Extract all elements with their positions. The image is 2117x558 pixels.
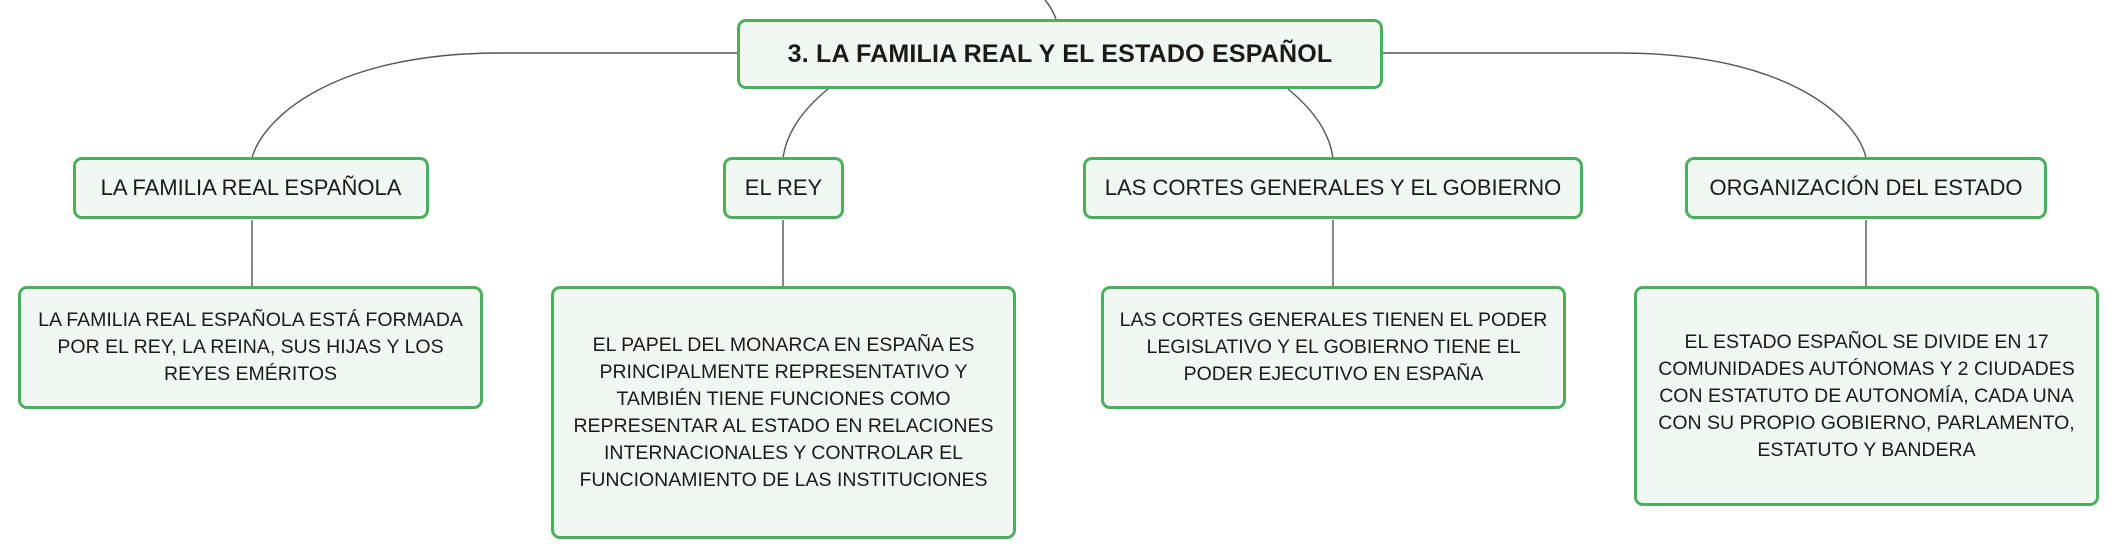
topic-node-el-rey[interactable]: EL REY	[723, 157, 844, 219]
detail-node-el-rey[interactable]: EL PAPEL DEL MONARCA EN ESPAÑA ES PRINCI…	[551, 286, 1016, 539]
topic-node-cortes-gobierno[interactable]: LAS CORTES GENERALES Y EL GOBIERNO	[1083, 157, 1583, 219]
root-topic-node[interactable]: 3. LA FAMILIA REAL Y EL ESTADO ESPAÑOL	[737, 19, 1383, 89]
topic-label: EL REY	[744, 175, 823, 200]
connector-root-branch-4	[1383, 52, 1867, 159]
detail-node-cortes-gobierno[interactable]: LAS CORTES GENERALES TIENEN EL PODER LEG…	[1101, 286, 1566, 409]
connector-parent	[1044, 0, 1057, 20]
detail-text: LAS CORTES GENERALES TIENEN EL PODER LEG…	[1119, 309, 1548, 385]
topic-node-organizacion-estado[interactable]: ORGANIZACIÓN DEL ESTADO	[1685, 157, 2047, 219]
topic-node-familia-real[interactable]: LA FAMILIA REAL ESPAÑOLA	[73, 157, 429, 219]
root-topic-label: 3. LA FAMILIA REAL Y EL ESTADO ESPAÑOL	[787, 39, 1333, 68]
detail-node-familia-real[interactable]: LA FAMILIA REAL ESPAÑOLA ESTÁ FORMADA PO…	[18, 286, 483, 409]
detail-text: LA FAMILIA REAL ESPAÑOLA ESTÁ FORMADA PO…	[38, 309, 463, 385]
connector-root-branch-2	[782, 88, 829, 159]
connector-root-branch-3	[1287, 88, 1334, 159]
topic-label: ORGANIZACIÓN DEL ESTADO	[1709, 175, 2023, 200]
topic-label: LAS CORTES GENERALES Y EL GOBIERNO	[1104, 175, 1562, 200]
topic-label: LA FAMILIA REAL ESPAÑOLA	[100, 175, 402, 200]
detail-text: EL ESTADO ESPAÑOL SE DIVIDE EN 17 COMUNI…	[1658, 330, 2075, 461]
connector-root-branch-1	[251, 52, 737, 159]
detail-text: EL PAPEL DEL MONARCA EN ESPAÑA ES PRINCI…	[573, 333, 994, 491]
detail-node-organizacion-estado[interactable]: EL ESTADO ESPAÑOL SE DIVIDE EN 17 COMUNI…	[1634, 286, 2099, 506]
